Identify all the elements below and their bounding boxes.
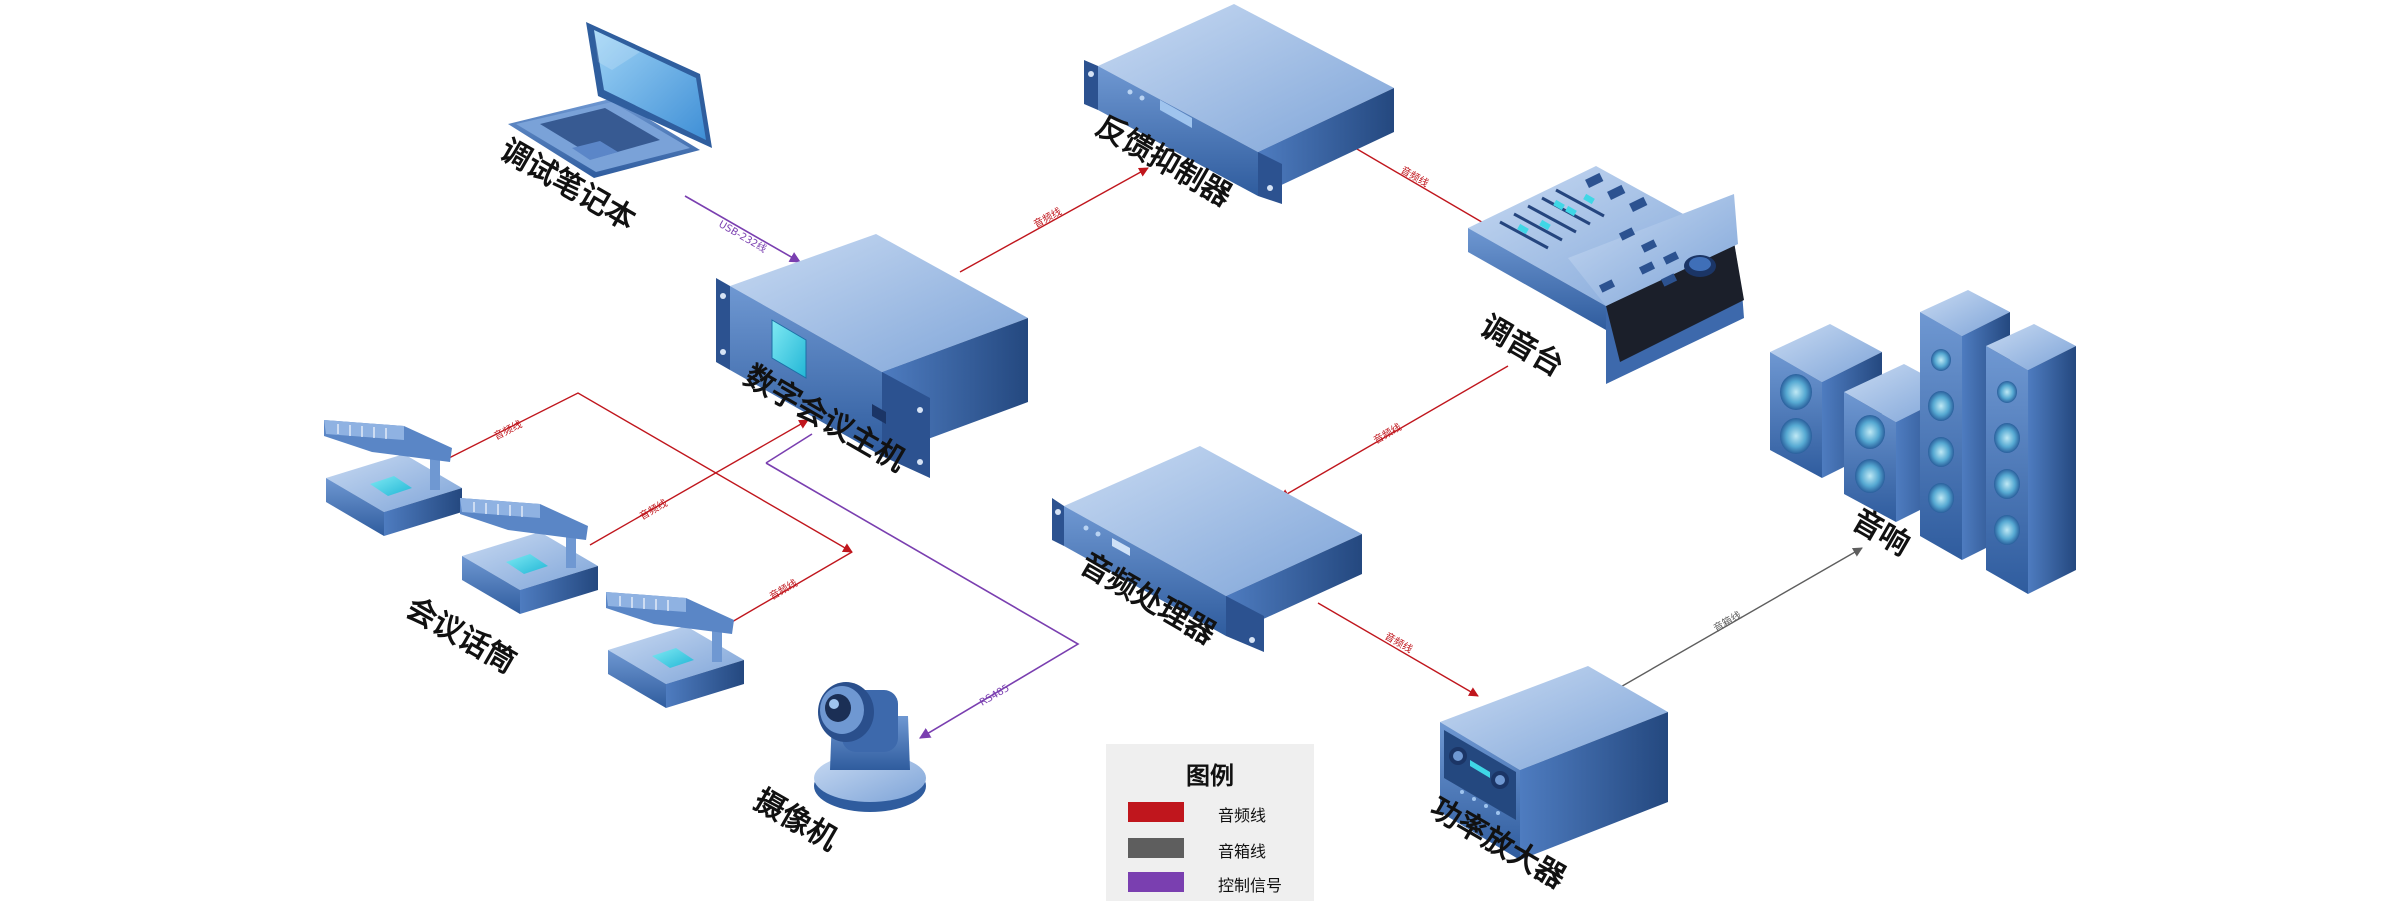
- edge-mic1-to-host: [446, 392, 853, 553]
- edge-label-mic1-host: 音频线: [491, 417, 524, 442]
- amplifier-icon[interactable]: [1440, 666, 1668, 860]
- edge-host-to-camera-start: [765, 433, 813, 464]
- laptop-icon[interactable]: [508, 22, 712, 178]
- edge-mic3-to-host: [724, 551, 853, 627]
- legend: 图例 音频线 音箱线 控制信号: [1106, 744, 1314, 901]
- edge-feedback-to-mixer: [1344, 141, 1493, 229]
- feedback-suppressor-icon[interactable]: [1084, 4, 1394, 204]
- edge-label-amplifier-speakers: 音箱线: [1711, 608, 1743, 634]
- legend-title: 图例: [1186, 762, 1234, 790]
- legend-swatch: [1128, 838, 1184, 858]
- edge-laptop-to-host: [684, 195, 801, 263]
- edge-host-to-feedback: [959, 167, 1149, 273]
- mixer-icon[interactable]: [1468, 166, 1744, 384]
- legend-swatch: [1128, 872, 1184, 892]
- microphones-label: 会议话筒: [400, 591, 521, 681]
- microphone-icon[interactable]: [606, 592, 744, 708]
- connections-layer: [446, 141, 1863, 739]
- audio-processor-icon[interactable]: [1052, 446, 1362, 652]
- edge-host-to-camera: [765, 462, 1080, 739]
- edge-label-feedback-mixer: 音频线: [1399, 163, 1431, 189]
- legend-label: 控制信号: [1218, 876, 1283, 895]
- edge-mic2-to-host: [589, 419, 809, 546]
- edge-processor-to-amplifier: [1317, 602, 1479, 697]
- microphones-group: [324, 420, 744, 708]
- edge-label-mic3-host: 音频线: [767, 576, 799, 602]
- edge-label-processor-amplifier: 音频线: [1383, 629, 1415, 655]
- edge-amplifier-to-speakers: [1597, 547, 1863, 701]
- edge-mixer-to-processor: [1279, 365, 1509, 499]
- microphone-icon[interactable]: [324, 420, 462, 536]
- legend-label: 音箱线: [1218, 842, 1267, 861]
- legend-item-speaker-line: 音箱线: [1128, 836, 1304, 861]
- edge-label-mic2-host: 音频线: [637, 496, 669, 522]
- legend-label: 音频线: [1218, 806, 1267, 825]
- edge-label-mixer-processor: 音频线: [1371, 420, 1403, 446]
- speaker-icon[interactable]: [1770, 290, 2076, 594]
- mixer-label: 调音台: [1474, 309, 1569, 384]
- conference-host-icon[interactable]: [716, 234, 1028, 478]
- edge-label-laptop-host: USB-232线: [717, 217, 770, 255]
- legend-swatch: [1128, 802, 1184, 822]
- microphone-icon[interactable]: [460, 498, 598, 614]
- legend-item-control-signal: 控制信号: [1128, 870, 1304, 895]
- ptz-camera-icon[interactable]: [814, 682, 926, 812]
- edge-label-host-camera: RS485: [978, 683, 1012, 709]
- edge-label-host-feedback: 音频线: [1031, 205, 1064, 231]
- legend-item-audio-line: 音频线: [1128, 800, 1304, 825]
